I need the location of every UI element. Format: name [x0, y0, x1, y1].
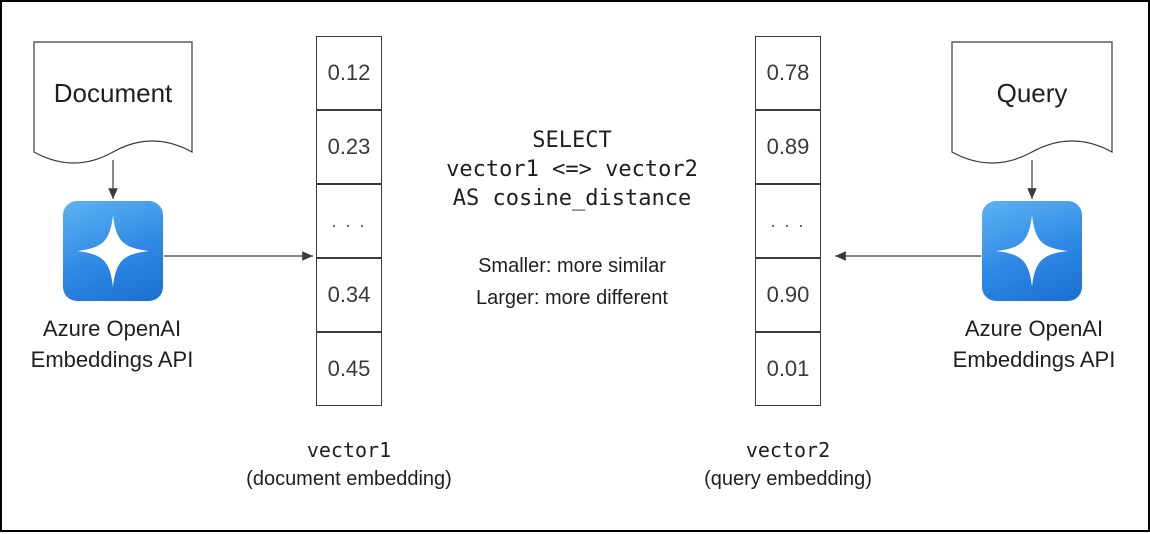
vector-cell: 0.78	[755, 36, 821, 110]
sql-query: SELECT vector1 <=> vector2 AS cosine_dis…	[402, 126, 742, 213]
vector-cell: 0.34	[316, 258, 382, 332]
sql-line-operator: vector1 <=> vector2	[446, 157, 698, 182]
vector-cell: 0.89	[755, 110, 821, 184]
sql-line-select: SELECT	[532, 128, 612, 153]
vector2-name: vector2	[745, 438, 831, 462]
vector2-description: (query embedding)	[704, 468, 872, 490]
azure-openai-sparkle-icon	[982, 201, 1082, 301]
sql-line-alias: AS cosine_distance	[452, 186, 692, 211]
vector-cell: 0.12	[316, 36, 382, 110]
vector-cell: 0.90	[755, 258, 821, 332]
vector1-description: (document embedding)	[246, 468, 452, 490]
api-caption-line1: Azure OpenAI	[42, 316, 182, 341]
api-caption-left: Azure OpenAI Embeddings API	[0, 313, 232, 375]
api-caption-line1: Azure OpenAI	[964, 316, 1104, 341]
vector-cell-ellipsis: . . .	[316, 184, 382, 258]
vector-cell-ellipsis: . . .	[755, 184, 821, 258]
api-caption-line2: Embeddings API	[952, 347, 1116, 372]
azure-openai-sparkle-icon	[63, 201, 163, 301]
vector1-name: vector1	[306, 438, 392, 462]
vector-cell: 0.23	[316, 110, 382, 184]
document-label: Document	[53, 78, 173, 108]
note-smaller: Smaller: more similar	[478, 255, 666, 277]
api-caption-right: Azure OpenAI Embeddings API	[914, 313, 1150, 375]
vector-cell: 0.45	[316, 332, 382, 406]
document-shape-left	[33, 41, 193, 164]
note-larger: Larger: more different	[476, 287, 668, 309]
document-shape-right	[951, 41, 1113, 164]
query-label: Query	[996, 78, 1068, 108]
vector-cell: 0.01	[755, 332, 821, 406]
api-caption-line2: Embeddings API	[30, 347, 194, 372]
